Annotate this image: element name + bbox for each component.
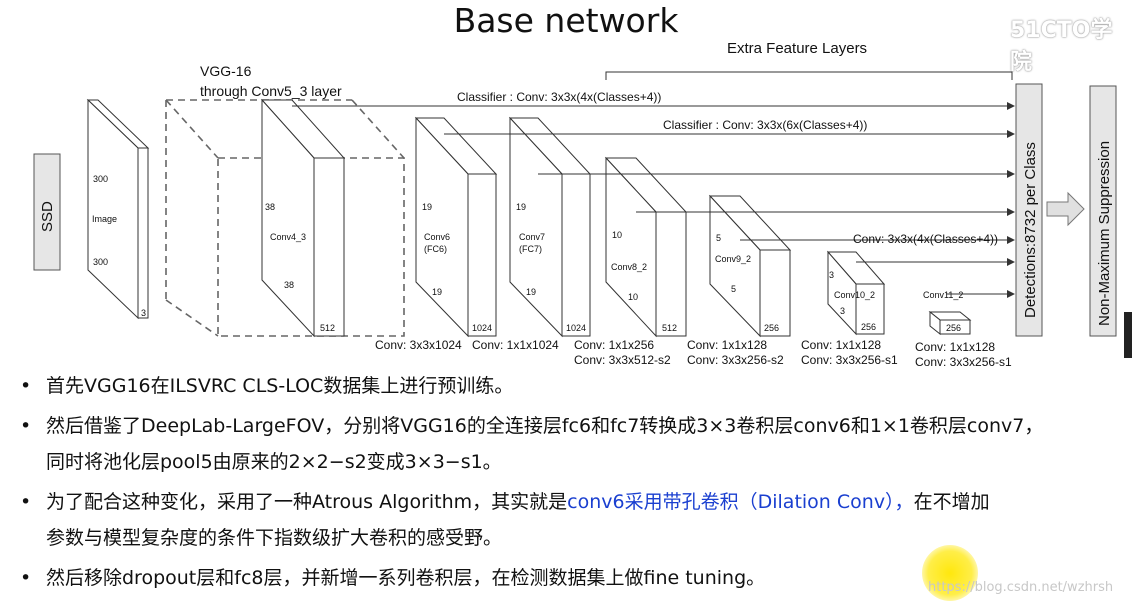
- page-title: Base network: [453, 1, 679, 40]
- conv7-label: Conv7: [519, 232, 545, 242]
- conv4-3-d: 512: [320, 323, 335, 333]
- classifier-label-1: Classifier : Conv: 3x3x(4x(Classes+4)): [457, 90, 661, 104]
- bullet-item: • 然后借鉴了DeepLab-LargeFOV，分别将VGG16的全连接层fc6…: [18, 408, 1128, 480]
- conv7-w: 19: [526, 287, 536, 297]
- bullet-dot: •: [20, 415, 32, 437]
- ssd-box: SSD: [33, 153, 61, 271]
- caption-conv9-b: Conv: 3x3x256-s2: [687, 353, 784, 367]
- conv9-2-label: Conv9_2: [715, 254, 751, 264]
- nms-label: Non-Maximum Suppression: [1096, 141, 1113, 326]
- conv10-2-d: 256: [861, 322, 876, 332]
- conv8-2-label: Conv8_2: [611, 262, 647, 272]
- watermark-logo: 51CTO学院: [1010, 18, 1113, 75]
- conv6-h: 19: [422, 202, 432, 212]
- conv7-label-2: (FC7): [519, 244, 542, 254]
- bullet-text: 首先VGG16在ILSVRC CLS-LOC数据集上进行预训练。: [46, 375, 514, 397]
- nms-box: Non-Maximum Suppression: [1089, 85, 1117, 337]
- laser-pointer-highlight: [922, 545, 978, 601]
- ssd-architecture-diagram: SSD Extra Feature Layers VGG-16 through …: [33, 40, 1117, 369]
- conv8-2-block: [604, 156, 688, 338]
- bullet-text-line2: 同时将池化层pool5由原来的2×2−s2变成3×3−s1。: [46, 451, 502, 473]
- conv9-2-w: 5: [731, 284, 736, 294]
- caption-conv11-a: Conv: 1x1x128: [915, 340, 995, 354]
- conv6-label-2: (FC6): [424, 244, 447, 254]
- conv7-d: 1024: [566, 323, 586, 333]
- vgg-dashed-box: [165, 99, 405, 337]
- bullet-dot: •: [20, 567, 32, 589]
- conv4-3-label: Conv4_3: [270, 232, 306, 242]
- conv8-2-w: 10: [628, 292, 638, 302]
- caption-conv6: Conv: 3x3x1024: [375, 338, 462, 352]
- bullet-text-line1: 为了配合这种变化，采用了一种Atrous Algorithm，其实就是conv6…: [46, 484, 1128, 520]
- image-w: 300: [93, 257, 108, 267]
- classifier-label-3: Conv: 3x3x(4x(Classes+4)): [853, 232, 998, 246]
- conv10-2-label: Conv10_2: [834, 290, 875, 300]
- conv4-3-h: 38: [265, 202, 275, 212]
- bullet-list: • 首先VGG16在ILSVRC CLS-LOC数据集上进行预训练。 • 然后借…: [18, 368, 1128, 600]
- conv11-2-block: [928, 310, 972, 336]
- caption-conv7: Conv: 1x1x1024: [472, 338, 559, 352]
- bullet-item: • 然后移除dropout层和fc8层，并新增一系列卷积层，在检测数据集上做fi…: [18, 560, 1128, 596]
- image-h: 300: [93, 174, 108, 184]
- bullet-pre: 为了配合这种变化，采用了一种Atrous Algorithm，其实就是: [46, 491, 568, 513]
- vgg-label: VGG-16: [200, 63, 252, 79]
- conv10-2-block: [826, 250, 886, 336]
- bullet-item: • 为了配合这种变化，采用了一种Atrous Algorithm，其实就是con…: [18, 484, 1128, 556]
- bullet-text-line2: 参数与模型复杂度的条件下指数级扩大卷积的感受野。: [46, 527, 503, 549]
- conv7-block: [508, 116, 592, 338]
- conv8-2-d: 512: [662, 323, 677, 333]
- image-d: 3: [141, 308, 146, 318]
- conv10-2-h: 3: [829, 270, 834, 280]
- conv6-label: Conv6: [424, 232, 450, 242]
- caption-conv10-a: Conv: 1x1x128: [801, 338, 881, 352]
- bullet-post: 在不增加: [913, 491, 990, 513]
- extra-feature-label: Extra Feature Layers: [727, 40, 867, 57]
- bullet-highlight: conv6采用带孔卷积（Dilation Conv），: [567, 491, 914, 513]
- conv4-3-w: 38: [284, 280, 294, 290]
- extra-layers-bracket: Extra Feature Layers: [605, 40, 1013, 80]
- caption-conv8-b: Conv: 3x3x512-s2: [574, 353, 671, 367]
- conv9-2-block: [708, 194, 792, 338]
- caption-conv8-a: Conv: 1x1x256: [574, 338, 654, 352]
- conv6-w: 19: [432, 287, 442, 297]
- caption-conv10-b: Conv: 3x3x256-s1: [801, 353, 898, 367]
- conv6-block: [414, 116, 498, 338]
- caption-conv9-a: Conv: 1x1x128: [687, 338, 767, 352]
- bullet-text: 然后移除dropout层和fc8层，并新增一系列卷积层，在检测数据集上做fine…: [46, 567, 766, 589]
- bullet-dot: •: [20, 491, 32, 513]
- ssd-label: SSD: [39, 201, 56, 232]
- hollow-arrow-icon: [1046, 191, 1085, 227]
- detections-label: Detections:8732 per Class: [1022, 142, 1039, 318]
- conv7-h: 19: [516, 202, 526, 212]
- bullet-text-line1: 然后借鉴了DeepLab-LargeFOV，分别将VGG16的全连接层fc6和f…: [46, 415, 1044, 437]
- conv9-2-d: 256: [764, 323, 779, 333]
- side-scroll-tab[interactable]: [1124, 312, 1132, 358]
- detections-box: Detections:8732 per Class: [1015, 83, 1043, 337]
- conv8-2-h: 10: [612, 230, 622, 240]
- conv11-2-label: Conv11_2: [923, 290, 963, 300]
- conv10-2-w: 3: [840, 306, 845, 316]
- bullet-dot: •: [20, 375, 32, 397]
- bullet-item: • 首先VGG16在ILSVRC CLS-LOC数据集上进行预训练。: [18, 368, 1128, 404]
- image-input-block: [86, 98, 150, 320]
- caption-conv11-b: Conv: 3x3x256-s1: [915, 355, 1012, 369]
- conv9-2-h: 5: [716, 233, 721, 243]
- image-label: Image: [92, 214, 117, 224]
- conv11-2-d: 256: [946, 323, 961, 333]
- vgg-label-2: through Conv5_3 layer: [200, 83, 342, 99]
- conv6-d: 1024: [472, 323, 492, 333]
- classifier-label-2: Classifier : Conv: 3x3x(6x(Classes+4)): [663, 118, 867, 132]
- watermark-url: https://blog.csdn.net/wzhrsh: [928, 580, 1114, 595]
- classifier-arrows: [292, 102, 1015, 298]
- conv4-3-block: [260, 98, 346, 338]
